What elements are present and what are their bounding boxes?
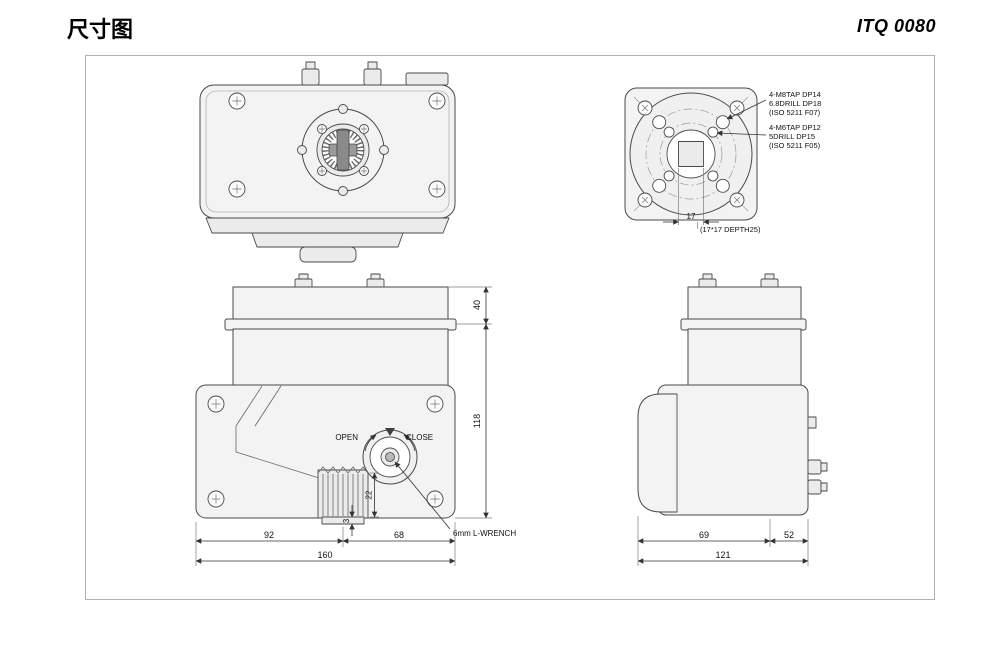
dim-square-width: 17 (687, 212, 696, 221)
body-channel-line2 (254, 385, 282, 427)
m8-leader-line (726, 99, 767, 120)
dim-body-height: 118 (472, 414, 482, 428)
base-tab (299, 246, 357, 263)
front-height-dimensions: 40 118 (448, 286, 492, 519)
conduit-boss (405, 72, 449, 86)
technical-drawing: 4-M8TAP DP14 6.8DRILL DP18 (ISO 5211 F07… (195, 61, 828, 566)
top-bolt-right (363, 61, 382, 86)
close-label: CLOSE (406, 433, 433, 442)
drawing-frame: 4-M8TAP DP14 6.8DRILL DP18 (ISO 5211 F07… (85, 55, 935, 600)
top-bolt-left (301, 61, 320, 86)
close-direction-arrow (403, 434, 416, 452)
m6-line1: 4-M6TAP DP12 (769, 123, 821, 132)
terminal-block (317, 466, 369, 525)
square-depth-note: (17*17 DEPTH25) (700, 225, 761, 234)
screw-icon (428, 180, 446, 198)
m8-line1: 4-M8TAP DP14 (769, 90, 821, 99)
screw-icon (359, 166, 369, 176)
screw-icon (729, 192, 745, 208)
manual-override-indicator (362, 428, 418, 485)
square-drive-hole (678, 141, 704, 167)
open-direction-arrow (364, 434, 377, 452)
screw-icon (426, 490, 444, 508)
open-label: OPEN (335, 433, 358, 442)
bolt-circle-f05 (659, 122, 723, 186)
side-view: 69 52 121 (637, 273, 828, 566)
model-number: ITQ 0080 (856, 16, 936, 36)
m8-tap-holes (652, 115, 730, 193)
top-cap (232, 286, 449, 321)
front-view: OPEN CLOSE 6mm L-WRENCH 40 118 22 (195, 273, 516, 566)
screw-icon (317, 124, 327, 134)
side-top-cap (687, 286, 802, 321)
screw-icon (207, 395, 225, 413)
dial-pointer (336, 129, 350, 171)
screw-icon (637, 100, 653, 116)
m6-line3: (ISO 5211 F05) (769, 141, 821, 150)
dim-side-total-width: 121 (715, 550, 730, 560)
m6-tap-holes (663, 126, 719, 182)
m8-line3: (ISO 5211 F07) (769, 108, 821, 117)
screw-icon (317, 166, 327, 176)
base-step (251, 232, 404, 248)
terminal-block-dimensions: 22 3 (342, 472, 379, 536)
cover-section (232, 328, 449, 387)
screw-icon (359, 124, 369, 134)
dim-front-left-width: 92 (264, 530, 274, 540)
terminal-ribs (322, 474, 364, 516)
screw-icon (228, 92, 246, 110)
cap-lip (224, 318, 457, 331)
m8-annotation: 4-M8TAP DP14 6.8DRILL DP18 (ISO 5211 F07… (769, 90, 821, 117)
screw-icon (228, 180, 246, 198)
bolt-circle-f07 (645, 108, 737, 200)
dim-cap-height: 40 (472, 300, 482, 310)
front-width-dimensions: 92 68 160 (195, 522, 456, 566)
dim-block-height: 22 (365, 490, 374, 499)
screw-icon (426, 395, 444, 413)
front-bolt-right (366, 273, 385, 289)
side-cap-lip (680, 318, 807, 331)
side-main-body (657, 384, 809, 516)
base-flange-strip (205, 217, 450, 234)
m6-annotation: 4-M6TAP DP12 5DRILL DP15 (ISO 5211 F05) (769, 123, 821, 150)
side-bolt-left (698, 273, 717, 289)
m6-line2: 5DRILL DP15 (769, 132, 815, 141)
dim-side-left-width: 69 (699, 530, 709, 540)
wrench-note: 6mm L-WRENCH (453, 529, 516, 538)
hex-socket (385, 452, 395, 462)
side-bolt-right (760, 273, 779, 289)
dim-side-right-width: 52 (784, 530, 794, 540)
dim-front-right-width: 68 (394, 530, 404, 540)
screw-icon (428, 92, 446, 110)
dim-base-thickness: 3 (342, 518, 351, 523)
side-width-dimensions: 69 52 121 (637, 516, 809, 566)
position-indicator-dial (297, 104, 389, 196)
top-view (199, 61, 456, 263)
mounting-flange-view: 4-M8TAP DP14 6.8DRILL DP18 (ISO 5211 F07… (624, 87, 821, 234)
front-bolt-left (294, 273, 313, 289)
conduit-entries (807, 416, 828, 495)
screw-icon (207, 490, 225, 508)
motor-housing (637, 393, 678, 513)
page-title: 尺寸图 (67, 17, 134, 43)
m8-line2: 6.8DRILL DP18 (769, 99, 821, 108)
body-channel-line (235, 385, 320, 479)
screw-icon (729, 100, 745, 116)
side-cover-section (687, 328, 802, 387)
screw-icon (637, 192, 653, 208)
dim-front-total-width: 160 (317, 550, 332, 560)
indicator-pointer (385, 428, 395, 436)
m6-leader-line (716, 130, 767, 137)
top-cover-inner-line (205, 90, 450, 213)
wrench-leader-line (394, 461, 451, 530)
square-drive-dimension: 17 (17*17 DEPTH25) (663, 168, 761, 234)
